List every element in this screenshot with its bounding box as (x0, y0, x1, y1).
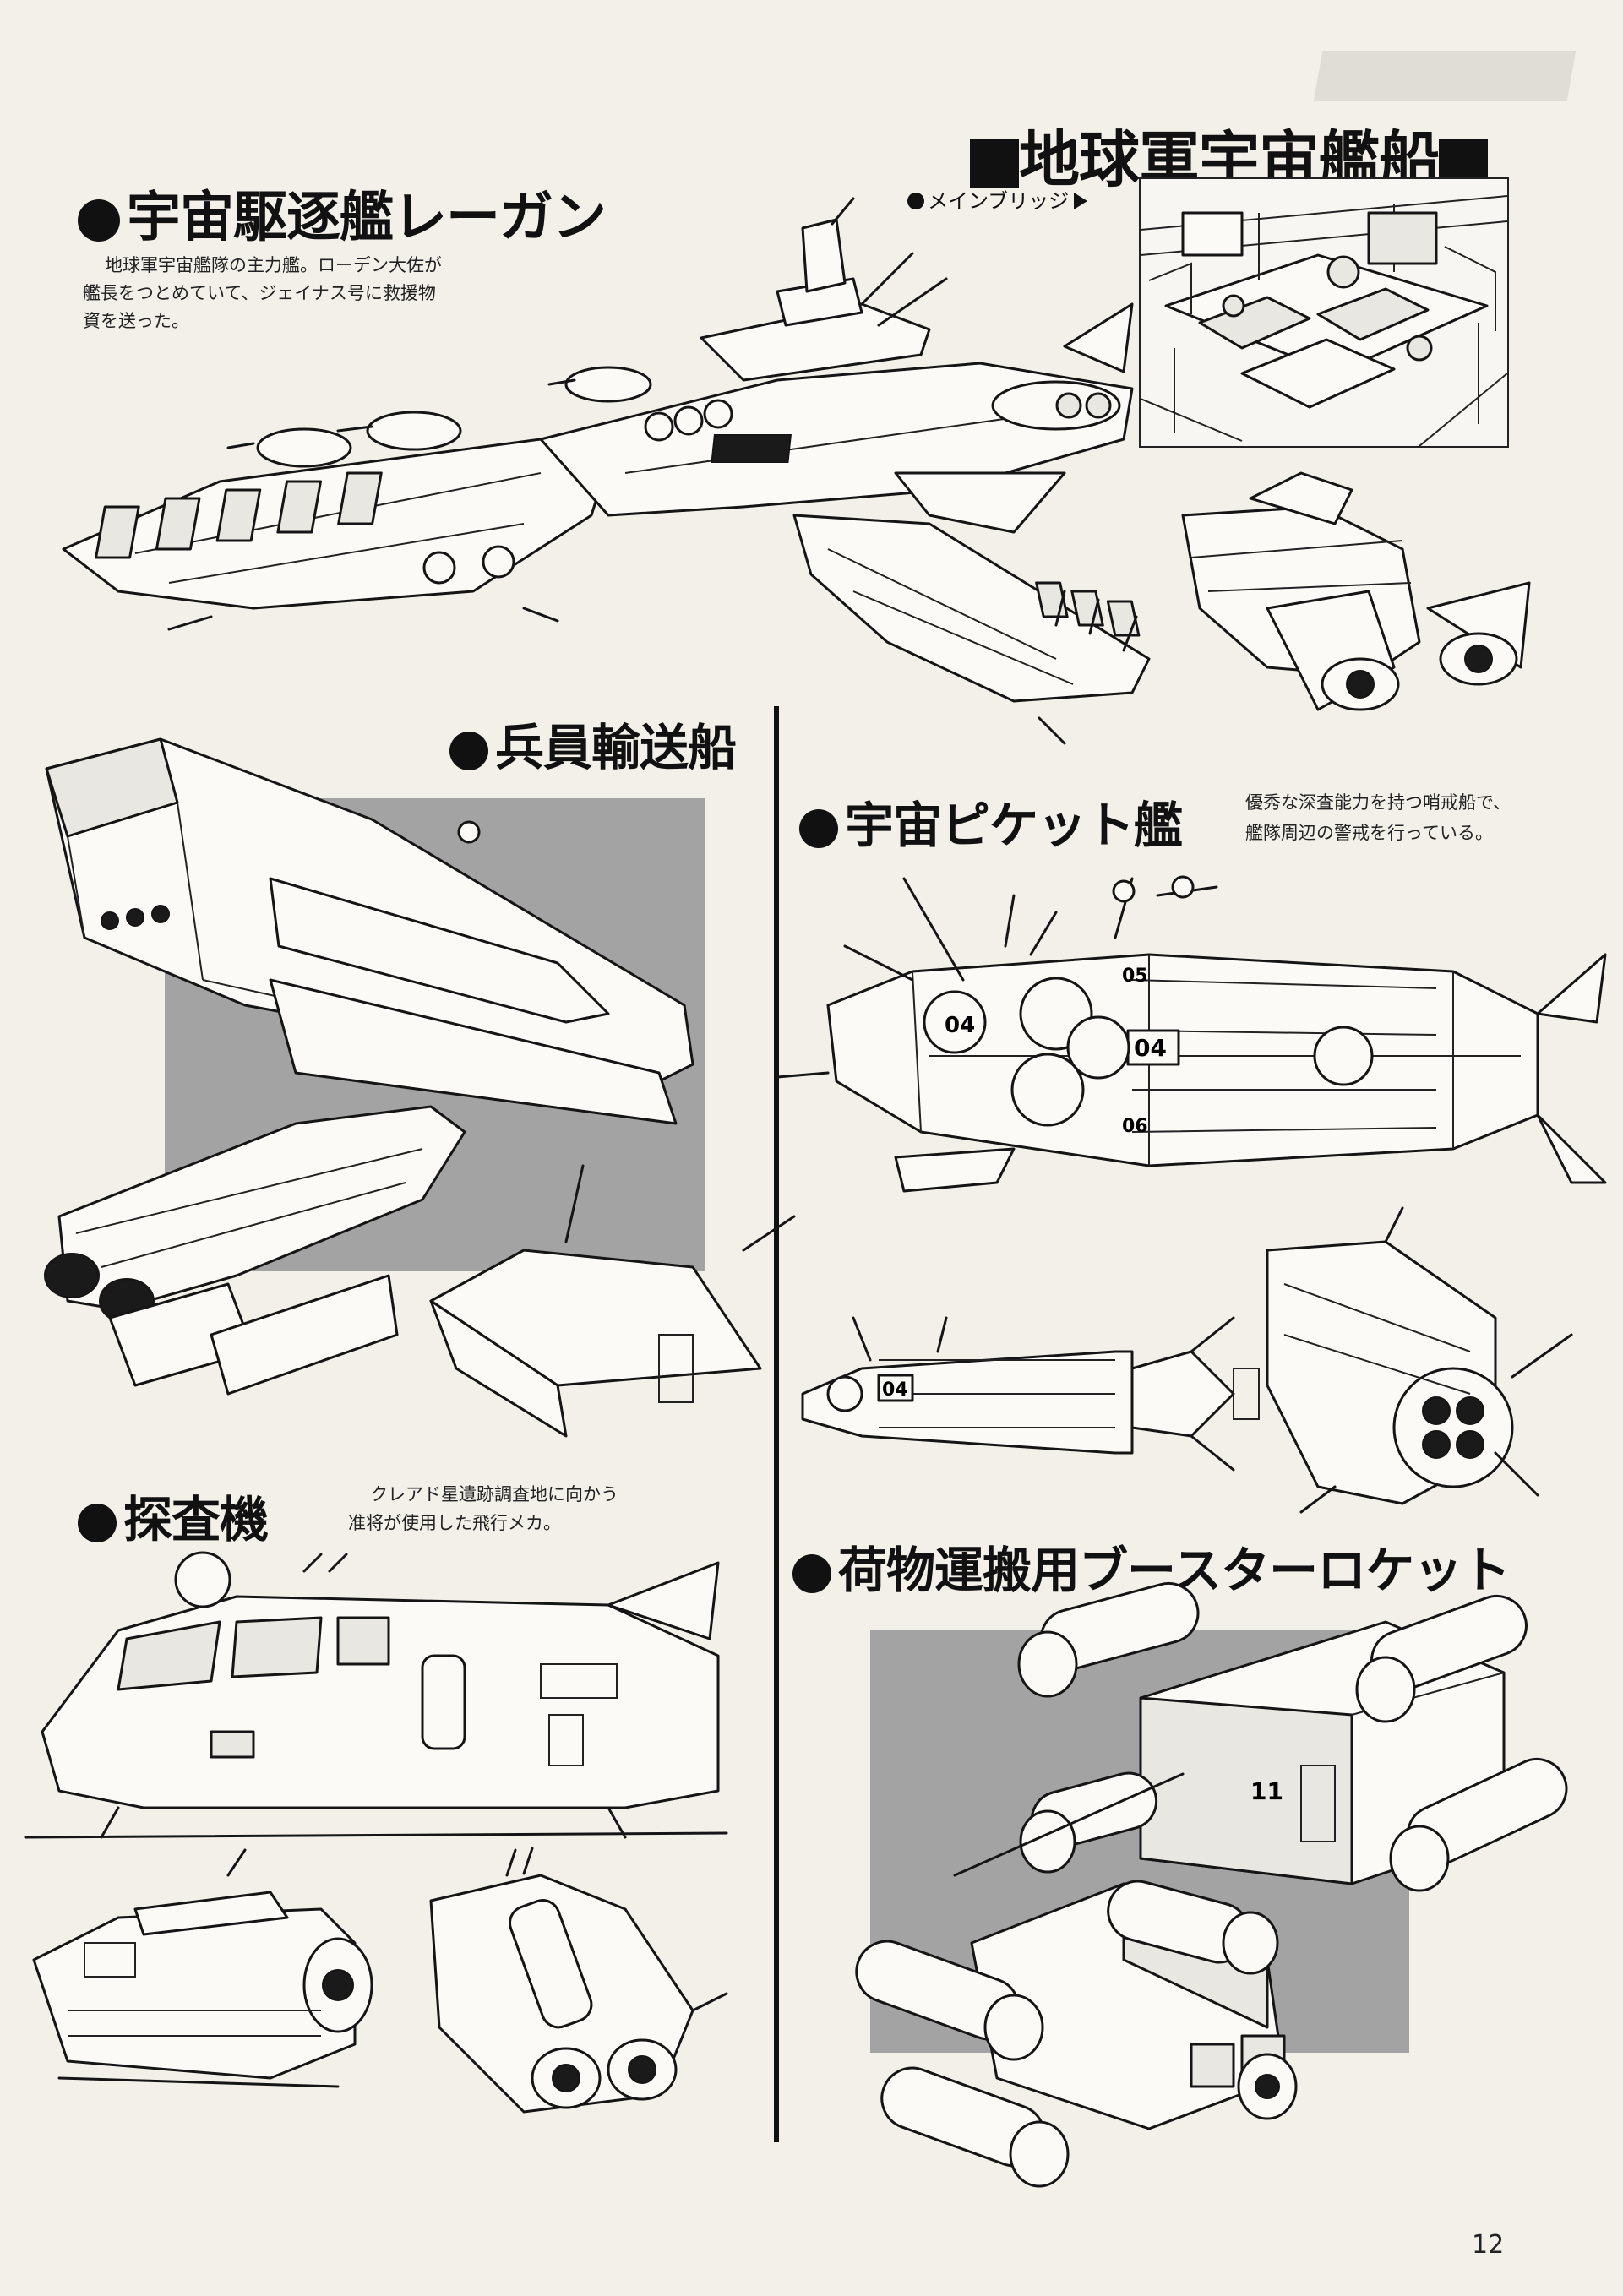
bullet-icon (792, 1553, 831, 1593)
transport-ship-drawing (44, 737, 796, 1438)
caption-line: 艦隊周辺の警戒を行っている。 (1245, 823, 1493, 843)
ragan-destroyer-drawing (62, 197, 1531, 745)
bridge-interior-drawing (1141, 179, 1507, 446)
hull-marking: 05 (1122, 966, 1148, 987)
bullet-icon (78, 1503, 117, 1542)
hull-marking: 06 (1122, 1116, 1148, 1137)
caption-ragan: 地球軍宇宙艦隊の主力艦。ローデン大佐が 艦長をつとめていて、ジェイナス号に救援物… (83, 252, 522, 335)
section-title-ragan-text: 宇宙駆逐艦レーガン (127, 187, 607, 249)
caption-line: クレアド星遺跡調査地に向かう (370, 1484, 618, 1504)
section-title-probe-text: 探査機 (123, 1491, 269, 1548)
bullet-icon (907, 193, 924, 209)
caption-picket: 優秀な深査能力を持つ哨戒船で、 艦隊周辺の警戒を行っている。 (1245, 787, 1600, 848)
hull-marking: 11 (1250, 1777, 1283, 1805)
section-title-ragan: 宇宙駆逐艦レーガン (78, 174, 607, 252)
bridge-label: メインブリッジ (907, 184, 1088, 214)
hull-marking: 04 (945, 1013, 975, 1038)
caption-line: 資を送った。 (83, 311, 189, 331)
page-number: 12 (1472, 2230, 1505, 2260)
bullet-icon (449, 731, 488, 770)
bridge-label-text: メインブリッジ (928, 189, 1070, 213)
section-title-picket-text: 宇宙ピケット艦 (845, 797, 1183, 854)
caption-probe: クレアド星遺跡調査地に向かう 准将が使用した飛行メカ。 (348, 1480, 720, 1537)
caption-line: 准将が使用した飛行メカ。 (348, 1513, 561, 1533)
caption-line: 地球軍宇宙艦隊の主力艦。ローデン大佐が (105, 255, 442, 275)
bridge-inset-illustration (1139, 177, 1509, 448)
section-title-picket: 宇宙ピケット艦 (799, 786, 1183, 857)
hull-marking: 04 (1134, 1034, 1167, 1062)
section-title-transport: 兵員輸送船 (449, 708, 737, 779)
arrow-right-icon (1074, 193, 1088, 209)
bullet-icon (78, 199, 120, 242)
booster-rocket-drawing: 11 (855, 1581, 1568, 2188)
title-square-left-icon (970, 139, 1019, 189)
caption-line: 優秀な深査能力を持つ哨戒船で、 (1245, 792, 1511, 813)
probe-craft-drawing (24, 1551, 728, 2114)
hull-marking: 04 (882, 1379, 908, 1401)
section-title-transport-text: 兵員輸送船 (495, 719, 737, 776)
bullet-icon (799, 808, 838, 848)
picket-ship-drawing: 04 04 05 06 04 (776, 875, 1607, 1514)
caption-line: 艦長をつとめていて、ジェイナス号に救援物 (83, 283, 436, 303)
section-title-probe: 探査機 (78, 1480, 269, 1551)
column-divider (774, 706, 779, 2142)
